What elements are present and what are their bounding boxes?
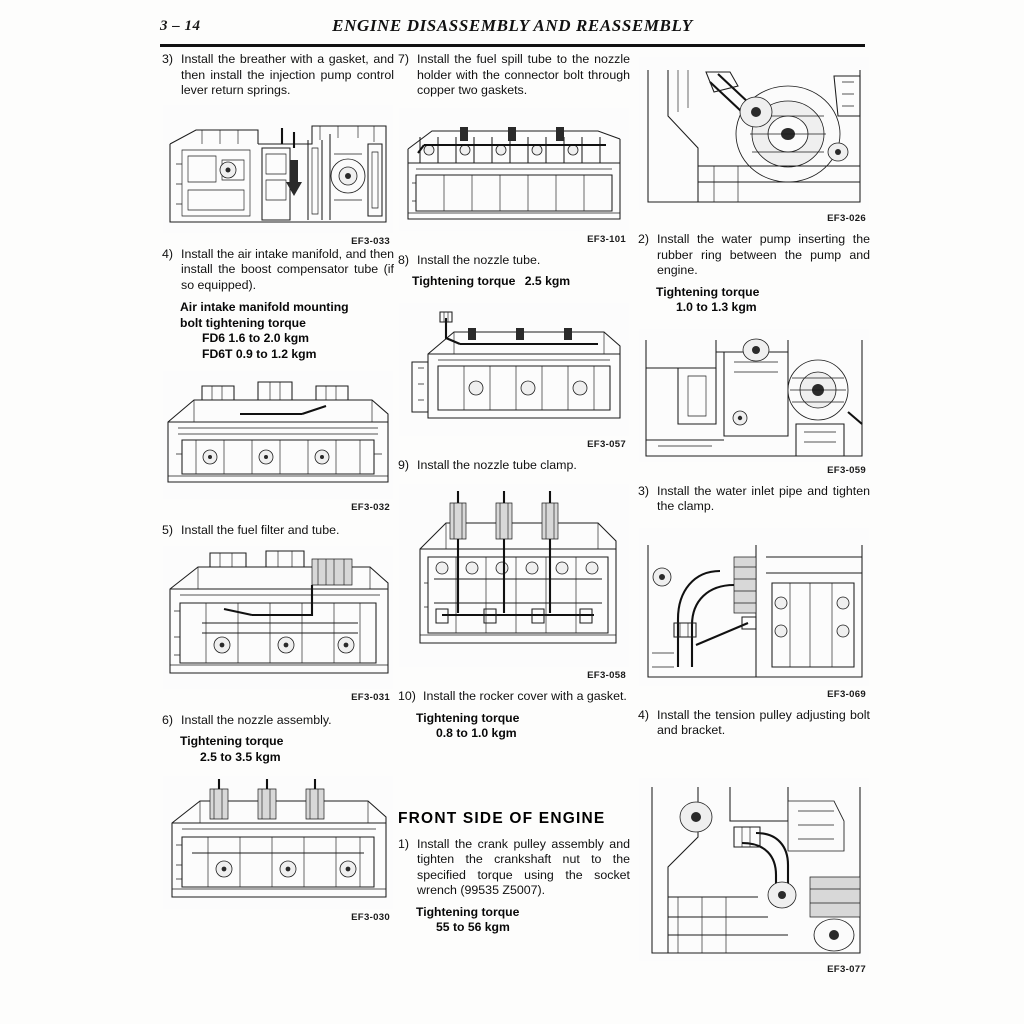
step-10: 10) Install the rocker cover with a gask…	[398, 689, 630, 705]
torque-label: Tightening torque	[416, 904, 520, 919]
figure-caption: EF3-077	[827, 963, 866, 975]
step-text: Install the air intake manifold, and the…	[181, 246, 394, 292]
page-title: ENGINE DISASSEMBLY AND REASSEMBLY	[332, 16, 693, 35]
figure-crank-pulley-socket-wrench	[638, 56, 870, 211]
step-9: 9) Install the nozzle tube clamp.	[398, 458, 630, 474]
step-text: Install the rocker cover with a gasket.	[423, 689, 627, 703]
step-text: Install the tension pulley adjusting bol…	[657, 707, 870, 738]
step-3: 3) Install the breather with a gasket, a…	[162, 52, 394, 99]
figure-breather-injection-pump	[162, 104, 394, 234]
torque-value: 1.0 to 1.3 kgm	[676, 300, 757, 314]
figure-water-pump	[638, 328, 870, 463]
section-heading-front-side-of-engine: FRONT SIDE OF ENGINE	[398, 809, 606, 827]
figure-caption: EF3-057	[587, 438, 626, 450]
step-text: Install the breather with a gasket, and …	[181, 52, 394, 97]
step-number: 9)	[398, 457, 410, 472]
step-2-water-pump: 2) Install the water pump inserting the …	[638, 232, 870, 279]
step-number: 3)	[162, 52, 174, 66]
step-number: 4)	[638, 707, 650, 722]
torque-crank-pulley: Tightening torque 55 to 56 kgm	[416, 905, 630, 936]
step-number: 10)	[398, 689, 416, 703]
step-4-tension-pulley: 4) Install the tension pulley adjusting …	[638, 708, 870, 739]
step-5: 5) Install the fuel filter and tube.	[162, 523, 394, 539]
figure-nozzle-tube	[398, 302, 630, 437]
step-text: Install the water pump inserting the rub…	[657, 232, 870, 277]
figure-caption: EF3-033	[351, 235, 390, 247]
figure-caption: EF3-069	[827, 688, 866, 700]
step-number: 3)	[638, 483, 650, 498]
spec-value-fd6: FD6 1.6 to 2.0 kgm	[202, 331, 310, 345]
torque-value: 2.5 kgm	[524, 274, 571, 288]
step-3-water-inlet-pipe: 3) Install the water inlet pipe and tigh…	[638, 484, 870, 515]
torque-value: 2.5 to 3.5 kgm	[200, 749, 281, 764]
step-number: 8)	[398, 252, 410, 267]
figure-water-inlet-pipe	[638, 527, 870, 687]
step-6: 6) Install the nozzle assembly.	[162, 713, 394, 729]
figure-caption: EF3-032	[351, 502, 390, 513]
column-middle: 7) Install the fuel spill tube to the no…	[398, 52, 630, 940]
torque-water-pump: Tightening torque 1.0 to 1.3 kgm	[656, 285, 870, 316]
figure-caption: EF3-058	[587, 670, 626, 681]
step-number: 6)	[162, 712, 174, 727]
figure-caption: EF3-101	[587, 233, 626, 245]
step-front-1: 1) Install the crank pulley assembly and…	[398, 837, 630, 899]
step-text: Install the crank pulley assembly and ti…	[417, 836, 630, 898]
step-text: Install the nozzle tube clamp.	[417, 457, 577, 472]
spec-value-fd6t: FD6T 0.9 to 1.2 kgm	[202, 346, 317, 361]
step-text: Install the water inlet pipe and tighten…	[657, 483, 870, 514]
step-text: Install the fuel filter and tube.	[181, 523, 340, 537]
figure-fuel-filter-tube	[162, 545, 394, 690]
step-number: 5)	[162, 523, 174, 537]
torque-value: 0.8 to 1.0 kgm	[436, 726, 517, 740]
figure-caption: EF3-030	[351, 912, 390, 923]
page-header: 3 – 14 ENGINE DISASSEMBLY AND REASSEMBLY	[160, 14, 865, 48]
figure-tension-pulley	[638, 777, 870, 962]
spec-title-line2: bolt tightening torque	[180, 315, 306, 330]
step-4: 4) Install the air intake manifold, and …	[162, 247, 394, 294]
figure-caption: EF3-059	[827, 464, 866, 476]
header-divider	[160, 44, 865, 47]
column-right: EF3-026 2) Install the water pump insert…	[638, 52, 870, 975]
torque-nozzle-tube: Tightening torque 2.5 kgm	[412, 274, 630, 290]
step-number: 1)	[398, 836, 410, 851]
step-number: 7)	[398, 52, 410, 66]
figure-caption: EF3-026	[827, 213, 866, 224]
step-text: Install the nozzle assembly.	[181, 712, 332, 727]
torque-value: 55 to 56 kgm	[436, 920, 510, 934]
torque-label: Tightening torque	[412, 274, 516, 288]
spec-title-line1: Air intake manifold mounting	[180, 300, 349, 314]
figure-air-intake-manifold	[162, 370, 394, 500]
column-left: 3) Install the breather with a gasket, a…	[162, 52, 394, 923]
torque-label: Tightening torque	[656, 284, 760, 299]
spec-air-intake-manifold: Air intake manifold mounting bolt tighte…	[162, 300, 394, 362]
torque-label: Tightening torque	[180, 734, 284, 748]
step-text: Install the fuel spill tube to the nozzl…	[417, 52, 630, 97]
step-7: 7) Install the fuel spill tube to the no…	[398, 52, 630, 99]
torque-rocker-cover: Tightening torque 0.8 to 1.0 kgm	[416, 711, 630, 742]
figure-nozzle-assembly	[162, 775, 394, 910]
page-number: 3 – 14	[160, 18, 201, 34]
step-text: Install the nozzle tube.	[417, 252, 541, 267]
torque-nozzle-assembly: Tightening torque 2.5 to 3.5 kgm	[180, 734, 394, 765]
step-8: 8) Install the nozzle tube.	[398, 253, 630, 269]
figure-fuel-spill-tube	[398, 107, 630, 232]
figure-caption: EF3-031	[351, 691, 390, 703]
torque-label: Tightening torque	[416, 710, 520, 725]
step-number: 4)	[162, 246, 174, 261]
step-number: 2)	[638, 232, 650, 246]
figure-nozzle-tube-clamp	[398, 483, 630, 668]
